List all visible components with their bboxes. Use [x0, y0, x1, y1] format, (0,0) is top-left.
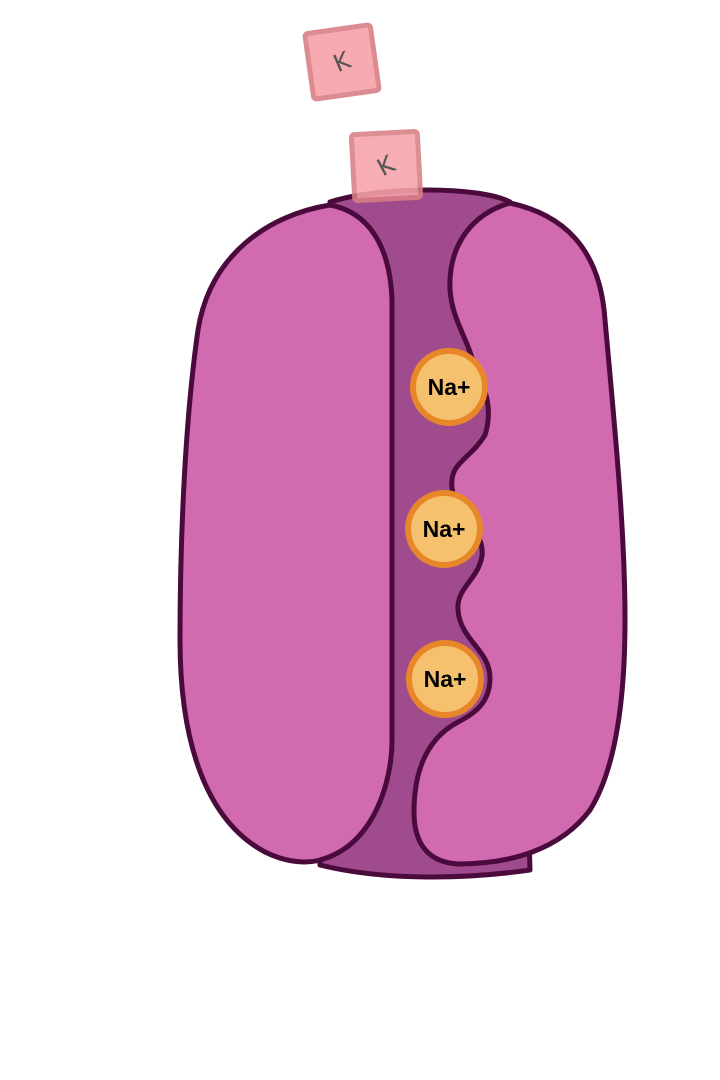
sodium-ion: Na+ [406, 640, 484, 718]
sodium-ion-label: Na+ [424, 666, 467, 692]
sodium-ion-label: Na+ [428, 374, 471, 400]
sodium-ions: Na+ Na+ Na+ [405, 348, 488, 718]
channel-protein [177, 187, 628, 880]
sodium-ion: Na+ [410, 348, 488, 426]
sodium-ion-label: Na+ [423, 516, 466, 542]
potassium-ions: K K [302, 22, 424, 204]
sodium-ion: Na+ [405, 490, 483, 568]
potassium-ion: K [348, 128, 424, 204]
potassium-ion: K [302, 22, 382, 102]
protein-lobe-left [177, 202, 395, 865]
